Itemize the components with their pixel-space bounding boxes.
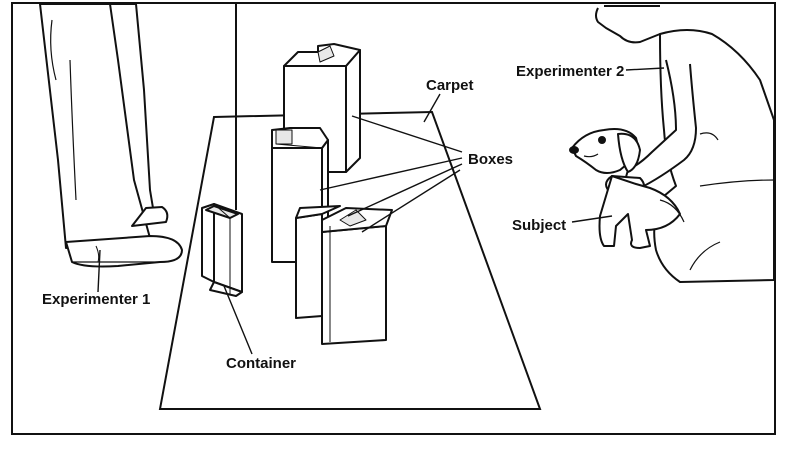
leader-boxes-1 <box>351 115 463 153</box>
experimenter-1-figure <box>39 3 183 268</box>
label-experimenter-2: Experimenter 2 <box>516 63 624 80</box>
leader-carpet <box>423 93 441 123</box>
leader-boxes-4 <box>361 169 461 233</box>
leader-boxes-2 <box>319 157 463 191</box>
leader-experimenter-1 <box>97 249 101 293</box>
leader-experimenter-2 <box>625 67 665 71</box>
label-container: Container <box>226 355 296 372</box>
leader-container <box>223 285 253 355</box>
label-boxes: Boxes <box>468 151 513 168</box>
box-4 <box>321 207 393 345</box>
box-3 <box>295 205 341 319</box>
leader-lines <box>97 67 665 355</box>
experimenter-2-figure <box>595 5 775 283</box>
leader-boxes-3 <box>347 163 463 217</box>
leader-subject <box>571 215 613 223</box>
container-object <box>201 203 243 297</box>
label-carpet: Carpet <box>426 77 474 94</box>
label-experimenter-1: Experimenter 1 <box>42 291 150 308</box>
label-subject: Subject <box>512 217 566 234</box>
subject-dog-figure <box>569 128 685 249</box>
